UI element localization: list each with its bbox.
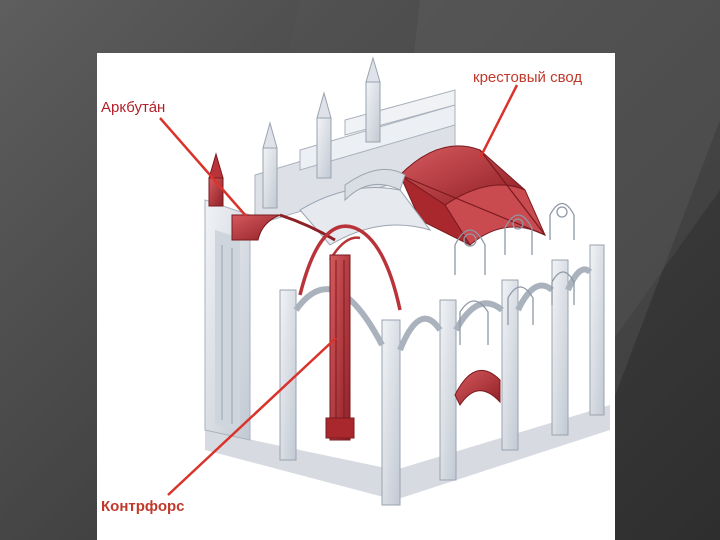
label-cross-vault: крестовый свод <box>473 69 583 86</box>
pinnacles <box>208 56 381 209</box>
red-side-arch <box>454 370 501 406</box>
label-buttress: Контрфорс <box>101 498 185 515</box>
arch-pointer-line <box>159 117 247 217</box>
gothic-windows <box>454 202 575 345</box>
red-buttress-pillar <box>325 254 355 441</box>
buttress-pointer-line <box>167 337 337 496</box>
flying-buttress-red <box>231 213 336 242</box>
label-flying-buttress: Аркбута́н <box>101 99 166 116</box>
floor-base <box>205 405 610 500</box>
vault-pointer-line <box>478 84 519 159</box>
left-buttress-wall <box>204 199 251 441</box>
front-piers <box>279 244 605 506</box>
